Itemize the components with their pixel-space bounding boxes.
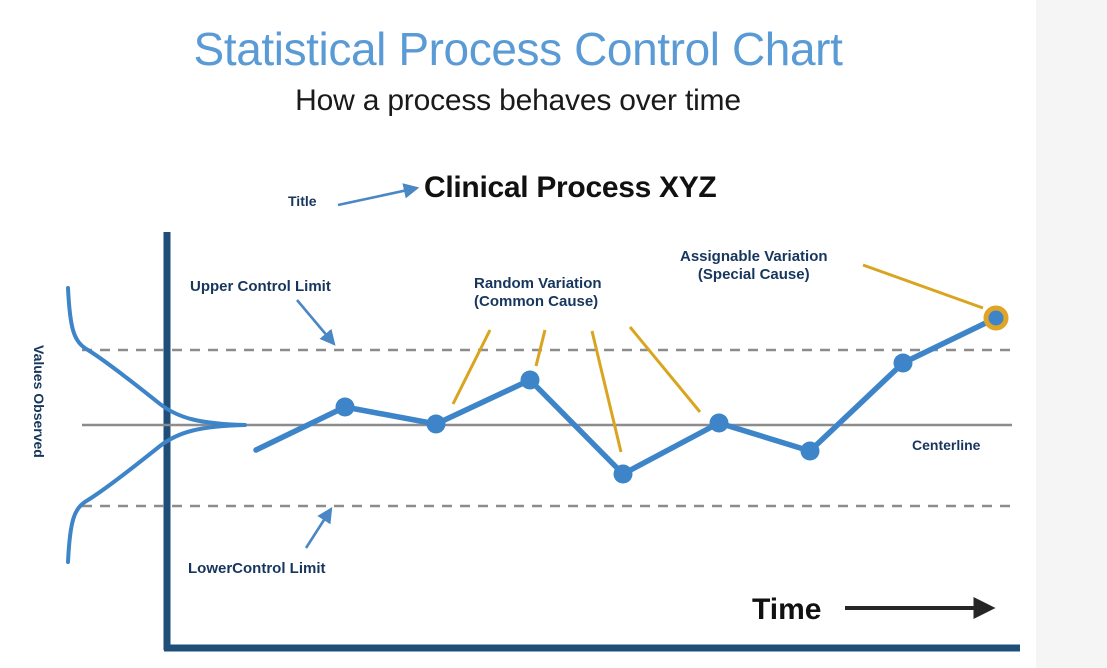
random-variation-leader-1 [451, 329, 492, 405]
slide-content: Statistical Process Control Chart How a … [31, 23, 1020, 652]
label-title-callout: Title [288, 193, 317, 209]
label-centerline: Centerline [912, 437, 981, 453]
data-point-marker[interactable] [613, 464, 633, 484]
label-assignable-variation: Assignable Variation (Special Cause) [680, 248, 828, 285]
title-leader-arrow [337, 183, 420, 207]
normal-distribution-curve [66, 286, 247, 564]
data-point-marker[interactable] [709, 413, 729, 433]
control-chart-graphic [66, 183, 1020, 652]
data-point-marker[interactable] [520, 370, 540, 390]
data-series-line [253, 315, 999, 477]
data-point-marker[interactable] [800, 441, 820, 461]
page-title: Statistical Process Control Chart [193, 23, 843, 75]
ucl-leader-arrow [296, 299, 336, 346]
label-upper-control-limit: Upper Control Limit [190, 278, 331, 295]
label-random-variation: Random Variation (Common Cause) [474, 275, 602, 312]
data-point-marker[interactable] [426, 414, 446, 434]
chart-heading: Clinical Process XYZ [424, 171, 717, 204]
label-time-axis: Time [752, 593, 822, 626]
label-random-variation-line2: (Common Cause) [474, 293, 599, 311]
random-variation-leader-3 [590, 330, 623, 453]
random-variation-leader-4 [628, 326, 702, 413]
label-y-axis: Values Observed [31, 345, 47, 458]
label-random-variation-line1: Random Variation [474, 275, 602, 292]
data-point-marker-highlighted[interactable] [983, 305, 1009, 331]
label-assignable-variation-line1: Assignable Variation [680, 248, 828, 265]
page-subtitle: How a process behaves over time [295, 84, 741, 117]
label-lower-control-limit: LowerControl Limit [188, 560, 326, 577]
right-gutter [1036, 0, 1107, 668]
lcl-leader-arrow [304, 507, 333, 549]
data-point-marker[interactable] [335, 397, 355, 417]
random-variation-leader-2 [534, 329, 547, 367]
assignable-variation-leader [862, 263, 984, 310]
data-point-marker[interactable] [893, 353, 913, 373]
label-assignable-variation-line2: (Special Cause) [697, 266, 810, 284]
